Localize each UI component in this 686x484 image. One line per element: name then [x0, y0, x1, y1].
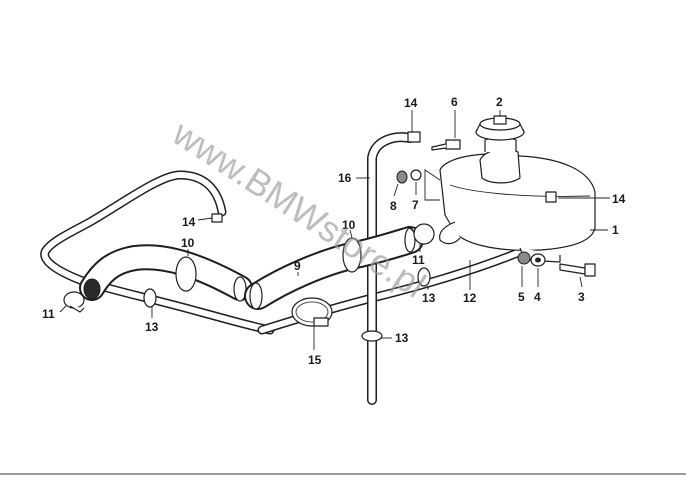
washer-7	[410, 169, 422, 181]
large-hose-left-10	[79, 244, 253, 302]
clip-14-left	[211, 213, 223, 223]
vertical-pipe-16	[367, 132, 415, 405]
clamp-13-right	[417, 267, 431, 287]
nut-5	[517, 251, 531, 265]
callout-2: 2	[496, 95, 503, 109]
callout-14-top: 14	[404, 96, 418, 110]
hose-clamp-11-left	[63, 291, 85, 313]
clip-14-top	[407, 131, 421, 143]
callout-9: 9	[294, 259, 301, 273]
filler-cap	[475, 115, 525, 141]
expansion-tank	[424, 136, 596, 263]
callout-13-bottom: 13	[395, 331, 409, 345]
callout-13-left: 13	[145, 320, 159, 334]
callout-6: 6	[451, 95, 458, 109]
callout-7: 7	[412, 198, 419, 212]
callout-10-right: 10	[342, 218, 356, 232]
screw-6	[431, 139, 461, 151]
band-clamp-15	[291, 297, 333, 327]
callout-11-right: 11	[412, 253, 425, 267]
callout-16: 16	[338, 171, 352, 185]
callout-5: 5	[518, 290, 525, 304]
callout-labels: 1 2 3 4 5 6 7 8 9 10 10 11 11 12 13 13 1…	[42, 95, 626, 367]
callout-14-right: 14	[612, 192, 626, 206]
hose-clamp-11-right	[407, 223, 435, 245]
callout-14-left: 14	[182, 215, 196, 229]
callout-1: 1	[612, 223, 619, 237]
callout-3: 3	[578, 290, 585, 304]
leader-lines	[59, 110, 610, 350]
callout-8: 8	[390, 199, 397, 213]
bolt-3	[559, 263, 596, 277]
clip-14-right	[545, 191, 557, 203]
small-hose-loop	[40, 170, 275, 335]
hose-clamp-10-left	[175, 256, 197, 292]
callout-15: 15	[308, 353, 322, 367]
large-hose-middle-9	[244, 226, 424, 310]
callout-11-left: 11	[42, 307, 55, 321]
callout-10-left: 10	[181, 236, 195, 250]
washer-4	[530, 253, 546, 267]
callout-4: 4	[534, 290, 541, 304]
nut-8	[396, 170, 408, 184]
callout-12: 12	[463, 291, 477, 305]
clamp-13-bottom	[361, 330, 383, 342]
clamp-13-left	[143, 288, 157, 308]
callout-13-right: 13	[422, 291, 436, 305]
